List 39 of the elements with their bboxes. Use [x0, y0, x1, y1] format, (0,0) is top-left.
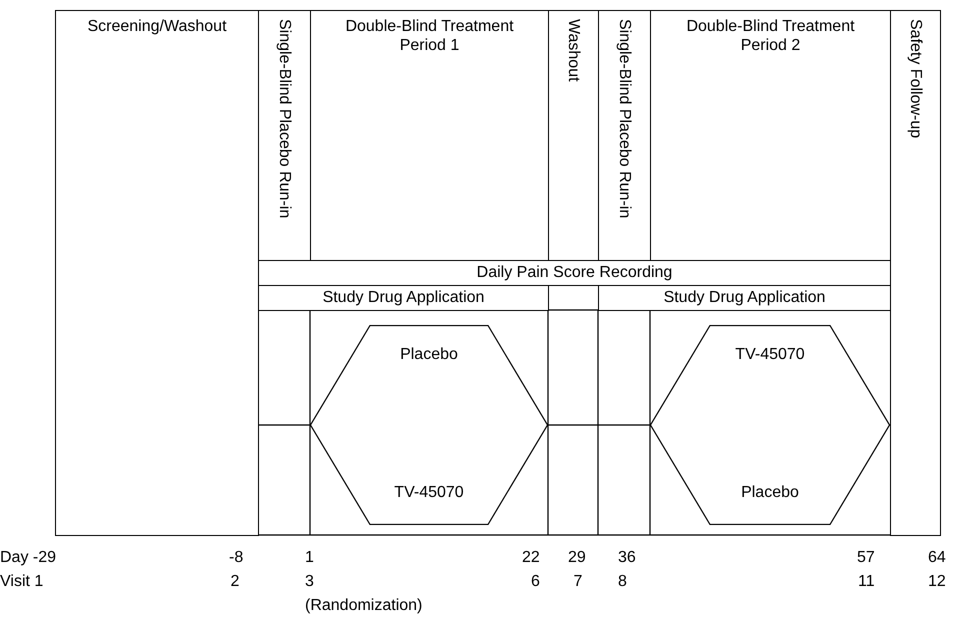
timeline-label: 12	[928, 572, 946, 591]
timeline-label: 29	[568, 548, 586, 567]
timeline-label: 1	[305, 548, 314, 567]
phase-label: Double-Blind Treatment Period 1	[344, 17, 515, 55]
timeline-label: Visit 1	[0, 572, 44, 591]
timeline-label: 7	[574, 572, 582, 591]
phase-label: Single-Blind Placebo Run-in	[615, 19, 634, 218]
timeline-label: 57	[857, 548, 875, 567]
timeline-label: 8	[618, 572, 627, 591]
phase-label: Screening/Washout	[86, 17, 228, 36]
note-label: (Randomization)	[305, 596, 422, 615]
activity-label: Study Drug Application	[662, 288, 826, 307]
treatment-hexagon	[310, 325, 548, 525]
activity-bar	[598, 285, 891, 311]
timeline-label: 11	[858, 572, 875, 591]
timeline-label: 64	[928, 548, 946, 567]
phase-column	[890, 10, 941, 536]
arm-line	[258, 424, 310, 426]
arm-label: Placebo	[740, 483, 800, 502]
arm-label: TV-45070	[393, 483, 465, 502]
timeline-label: 6	[531, 572, 540, 591]
activity-label: Study Drug Application	[322, 288, 486, 307]
phase-label: Safety Follow-up	[906, 19, 925, 138]
arm-label: Placebo	[399, 345, 459, 364]
arm-line	[548, 424, 650, 426]
timeline-label: Day -29	[0, 548, 56, 567]
phase-label: Washout	[564, 19, 583, 82]
timeline-label: 22	[522, 548, 540, 567]
timeline-label: 2	[230, 572, 240, 591]
phase-column	[55, 10, 259, 536]
activity-bar	[258, 285, 549, 311]
timeline-label: 3	[305, 572, 314, 591]
timeline-label: -8	[229, 548, 244, 567]
activity-label: Daily Pain Score Recording	[476, 263, 674, 282]
timeline-label: 36	[618, 548, 636, 567]
treatment-hexagon	[650, 325, 890, 525]
phase-label: Single-Blind Placebo Run-in	[275, 19, 294, 218]
arm-label: TV-45070	[734, 345, 806, 364]
phase-label: Double-Blind Treatment Period 2	[685, 17, 856, 55]
